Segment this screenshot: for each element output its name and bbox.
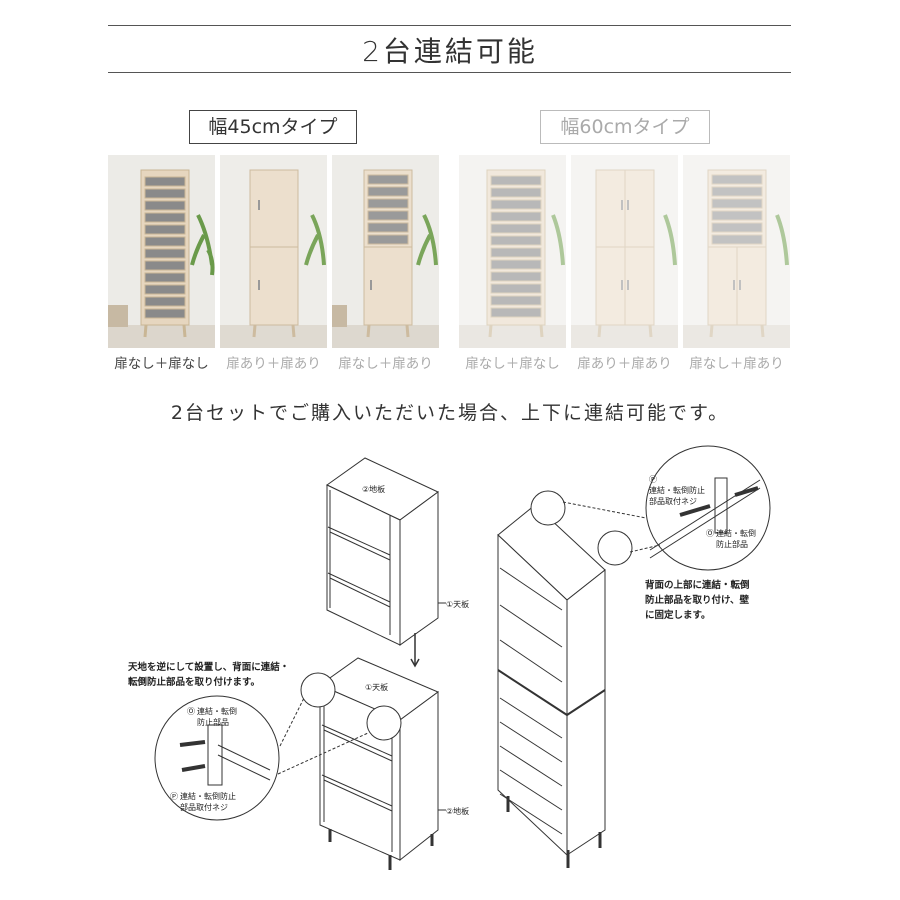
mark-o-left: Ⓞ <box>187 707 195 716</box>
photo-45-open-open <box>108 155 215 348</box>
caption-45-open-open: 扉なし＋扉なし <box>114 356 209 372</box>
mark-o-right: Ⓞ <box>706 529 714 538</box>
part-o-right-1: 連結・転倒 <box>716 528 756 538</box>
part-p-left-2: 部品取付ネジ <box>180 802 228 812</box>
part-p-right-2: 部品取付ネジ <box>649 496 697 506</box>
page-title: 2台連結可能 <box>362 35 538 68</box>
photo-60-door-door <box>571 155 678 348</box>
caption-60-door-door: 扉あり＋扉あり <box>577 356 672 372</box>
part-o-left-1: 連結・転倒 <box>197 706 237 716</box>
title-rule <box>108 72 791 73</box>
assembly-diagram: ②地板 ①天板 ①天板 ②地板 Ⓞ 連結・転倒 防止部品 Ⓟ 連結・転倒防止 部… <box>154 445 771 870</box>
caption-45-door-door: 扉あり＋扉あり <box>226 356 321 372</box>
photo-45-open-door <box>332 155 439 348</box>
note-right-line-2: 防止部品を取り付け、壁 <box>645 595 750 606</box>
label-bottom-plate-upper: ②地板 <box>362 484 385 494</box>
label-top-plate-upper: ①天板 <box>446 599 469 609</box>
note-right-line-3: に固定します。 <box>645 610 711 621</box>
part-p-left-1: 連結・転倒防止 <box>180 791 236 801</box>
mark-p-left: Ⓟ <box>170 792 178 801</box>
photo-45-door-door <box>220 155 327 348</box>
caption-45-open-door: 扉なし＋扉あり <box>338 356 433 372</box>
note-left-line-1: 天地を逆にして設置し、背面に連結・ <box>128 662 290 673</box>
note-right-line-1: 背面の上部に連結・転倒 <box>645 580 750 591</box>
photo-60-open-open <box>459 155 566 348</box>
label-top-plate-lower: ①天板 <box>365 682 388 692</box>
caption-60-open-door: 扉なし＋扉あり <box>689 356 784 372</box>
part-o-left-2: 防止部品 <box>197 717 229 727</box>
part-p-right-1: 連結・転倒防止 <box>649 485 705 495</box>
type-45cm-label: 幅45cmタイプ <box>189 110 357 144</box>
caption-60-open-open: 扉なし＋扉なし <box>465 356 560 372</box>
top-rule <box>108 25 791 26</box>
part-o-right-2: 防止部品 <box>716 539 748 549</box>
photo-60-open-door <box>683 155 790 348</box>
note-left: 天地を逆にして設置し、背面に連結・ 転倒防止部品を取り付けます。 <box>128 660 289 690</box>
mark-p-right: Ⓟ <box>649 475 657 484</box>
subtitle: 2台セットでご購入いただいた場合、上下に連結可能です。 <box>170 402 730 424</box>
note-right: 背面の上部に連結・転倒 防止部品を取り付け、壁 に固定します。 <box>645 578 750 623</box>
note-left-line-2: 転倒防止部品を取り付けます。 <box>128 677 261 688</box>
type-60cm-label: 幅60cmタイプ <box>540 110 710 144</box>
label-bottom-plate-lower: ②地板 <box>446 806 469 816</box>
